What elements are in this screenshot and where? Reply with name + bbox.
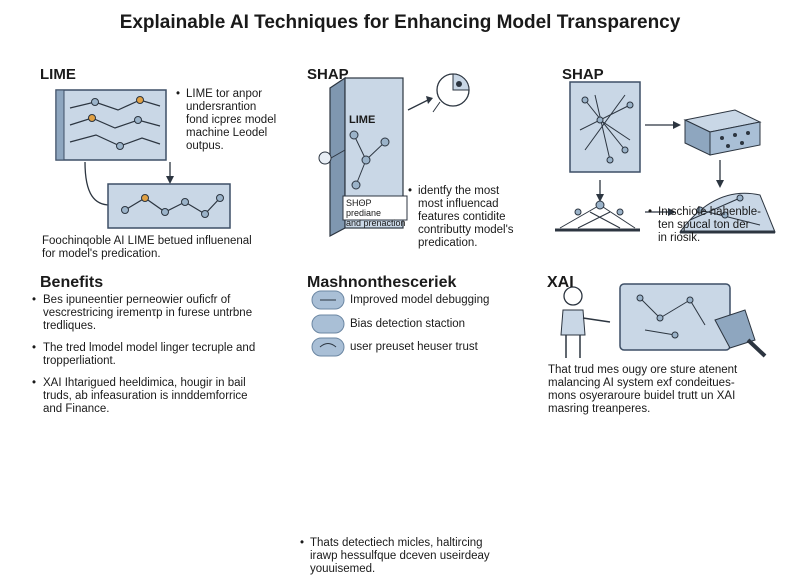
page-title: Explainable AI Techniques for Enhancing … [119, 12, 681, 33]
xai-panel [619, 283, 731, 351]
lime-bottom-panel [107, 183, 231, 229]
pill-icon-trust [311, 337, 345, 357]
shap-right-description: In schiole hahenble- ten spucal ton der … [648, 206, 798, 245]
benefits-heading: Benefits [40, 274, 104, 291]
lime-heading: LIME [40, 66, 76, 83]
magnifier-icon [714, 309, 767, 358]
middle-item-debugging: Improved model debugging [350, 294, 490, 306]
xai-description: That trud mes ougy ore sture atenent mal… [548, 364, 738, 415]
shap-middle-bottom-label: SHΘP prediane and prenaction [346, 198, 406, 228]
pie-chart-icon [432, 73, 470, 113]
middle-item-bias: Bias detection staction [350, 318, 466, 330]
benefits-item: The tred lmodel model linger tecruple an… [32, 342, 297, 368]
benefits-item: Bes ipuneentier perneowier ouficfr of ve… [32, 294, 297, 333]
data-block-icon [683, 109, 762, 156]
shap-middle-description: identfy the most most influencad feature… [408, 185, 548, 250]
shap-middle-panel-label: LIME [349, 114, 376, 126]
lime-illustration [55, 73, 776, 358]
lime-description: LIME tor anpor undersrantion fond icpreε… [176, 88, 316, 153]
middle-section-note: Thats detectiech micles, haltircing iraw… [300, 537, 550, 576]
benefits-list: Bes ipuneentier perneowier ouficfr of ve… [32, 294, 297, 425]
shap-right-panel [569, 81, 641, 173]
pill-icon-bias [311, 314, 345, 334]
lime-caption: Foochinqoble AI LIME betued influenenal … [42, 235, 252, 260]
shap-middle-heading: SHAP [307, 66, 349, 83]
middle-section-heading: Mashnonthesceriek [307, 274, 457, 291]
node-icon [318, 151, 332, 165]
middle-item-trust: user preuset heuser trust [350, 341, 478, 353]
lime-top-panel [55, 89, 167, 161]
shap-right-heading: SHAP [562, 66, 604, 83]
person-icon [560, 286, 611, 358]
benefits-item: XAI Ihtarigued heeldimica, hougir in bai… [32, 377, 297, 416]
xai-heading: XAI [547, 274, 574, 291]
